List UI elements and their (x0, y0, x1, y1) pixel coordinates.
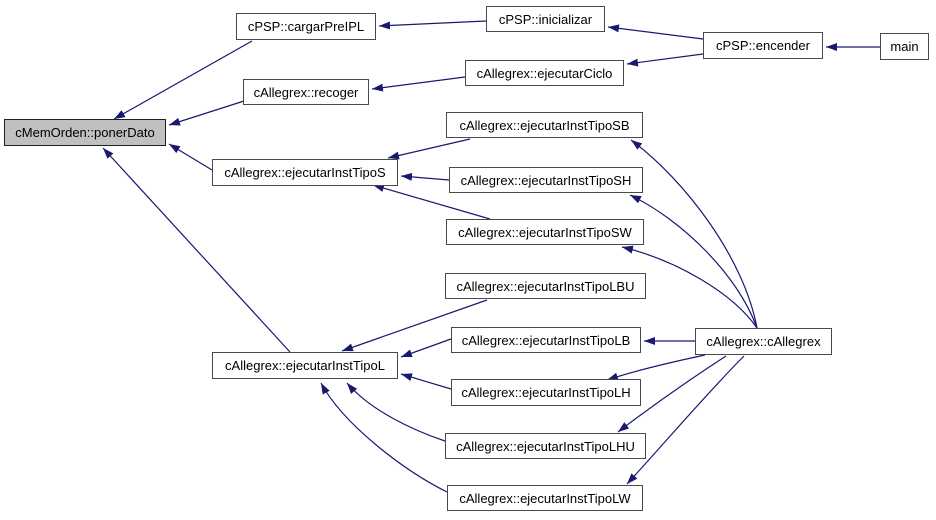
edge-encender-to-inicializar (607, 24, 704, 40)
edge-callegrex-to-tiposb (630, 139, 758, 329)
edge-tipos-to-ponerdato (168, 143, 213, 171)
edge-inicializar-to-cargarpreipl (378, 20, 487, 30)
edge-recoger-to-ponerdato (168, 100, 245, 126)
node-callegrex-ejecutarinsttipolh[interactable]: cAllegrex::ejecutarInstTipoLH (451, 379, 641, 406)
node-callegrex-ejecutarinsttipolbu[interactable]: cAllegrex::ejecutarInstTipoLBU (445, 273, 646, 299)
node-callegrex-recoger[interactable]: cAllegrex::recoger (243, 79, 369, 105)
node-callegrex-ejecutarinsttipolw[interactable]: cAllegrex::ejecutarInstTipoLW (447, 485, 643, 511)
edge-tipolbu-to-tipol (341, 299, 488, 352)
edge-callegrex-to-tipolhu (617, 355, 727, 433)
node-callegrex-callegrex[interactable]: cAllegrex::cAllegrex (695, 328, 832, 355)
node-callegrex-ejecutarinsttiposw[interactable]: cAllegrex::ejecutarInstTipoSW (446, 219, 644, 245)
edge-cargarpreipl-to-ponerdato (113, 40, 253, 120)
edge-tipolh-to-tipol (400, 373, 452, 390)
node-cpsp-inicializar[interactable]: cPSP::inicializar (486, 6, 605, 32)
node-callegrex-ejecutarinsttiposh[interactable]: cAllegrex::ejecutarInstTipoSH (449, 167, 643, 193)
edge-callegrex-to-tiposh (629, 194, 758, 329)
edge-tiposb-to-tipos (387, 138, 471, 160)
node-main[interactable]: main (880, 33, 929, 60)
edge-tipol-to-ponerdato (102, 147, 291, 353)
edge-tipolhu-to-tipol (346, 382, 446, 442)
edge-tipolb-to-tipol (400, 338, 452, 358)
node-callegrex-ejecutarinsttipolhu[interactable]: cAllegrex::ejecutarInstTipoLHU (445, 433, 646, 459)
node-callegrex-ejecutarciclo[interactable]: cAllegrex::ejecutarCiclo (465, 60, 624, 86)
node-cpsp-encender[interactable]: cPSP::encender (703, 32, 823, 59)
node-cpsp-cargarpreipl[interactable]: cPSP::cargarPreIPL (236, 13, 376, 40)
edge-callegrex-to-tipolw (626, 355, 745, 485)
edge-callegrex-to-tiposw (621, 245, 758, 329)
node-callegrex-ejecutarinsttiposb[interactable]: cAllegrex::ejecutarInstTipoSB (446, 112, 643, 138)
edge-ejecutarciclo-to-recoger (371, 76, 466, 92)
edge-encender-to-ejecutarciclo (626, 53, 704, 67)
edge-tipolw-to-tipol (320, 382, 448, 493)
node-callegrex-ejecutarinsttipol[interactable]: cAllegrex::ejecutarInstTipoL (212, 352, 398, 379)
node-callegrex-ejecutarinsttipos[interactable]: cAllegrex::ejecutarInstTipoS (212, 159, 398, 186)
node-callegrex-ejecutarinsttipolb[interactable]: cAllegrex::ejecutarInstTipoLB (451, 327, 641, 353)
edge-tiposw-to-tipos (372, 184, 491, 220)
edge-callegrex-to-tipolh (606, 354, 706, 381)
node-cmemorden-ponerdato: cMemOrden::ponerDato (4, 119, 166, 146)
edge-tiposh-to-tipos (400, 172, 450, 181)
